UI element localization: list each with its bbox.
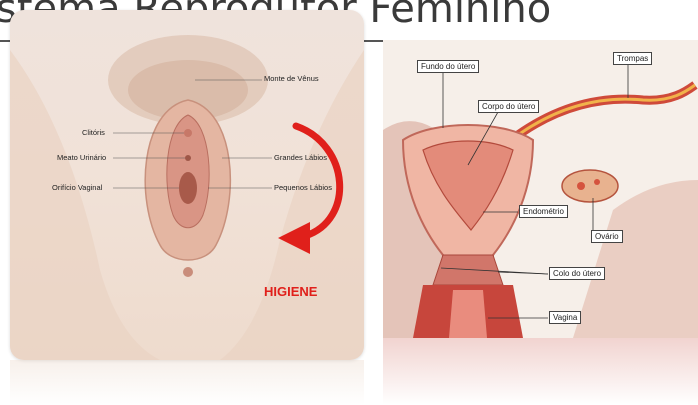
label-corpo-do-utero: Corpo do útero [478,100,539,113]
label-fundo-do-utero: Fundo do útero [417,60,479,73]
label-vagina: Vagina [549,311,581,324]
label-colo-do-utero: Colo do útero [549,267,605,280]
label-orificio-vaginal: Orifício Vaginal [52,183,102,192]
label-pequenos-labios: Pequenos Lábios [274,183,332,192]
internal-anatomy-illustration: Fundo do útero Corpo do útero Trompas En… [383,40,698,338]
higiene-annotation: HIGIENE [264,284,317,299]
left-panel-reflection [10,360,364,405]
label-clitoris: Clitóris [82,128,105,137]
external-anatomy-illustration: Monte de Vênus Clitóris Meato Urinário O… [10,10,364,360]
label-grandes-labios: Grandes Lábios [274,153,327,162]
label-ovario: Ovário [591,230,623,243]
right-panel-reflection [383,338,698,405]
label-endometrio: Endométrio [519,205,568,218]
label-meato-urinario: Meato Urinário [57,153,106,162]
label-trompas: Trompas [613,52,652,65]
internal-anatomy-drawing [383,40,698,338]
label-monte-de-venus: Monte de Vênus [264,74,319,83]
